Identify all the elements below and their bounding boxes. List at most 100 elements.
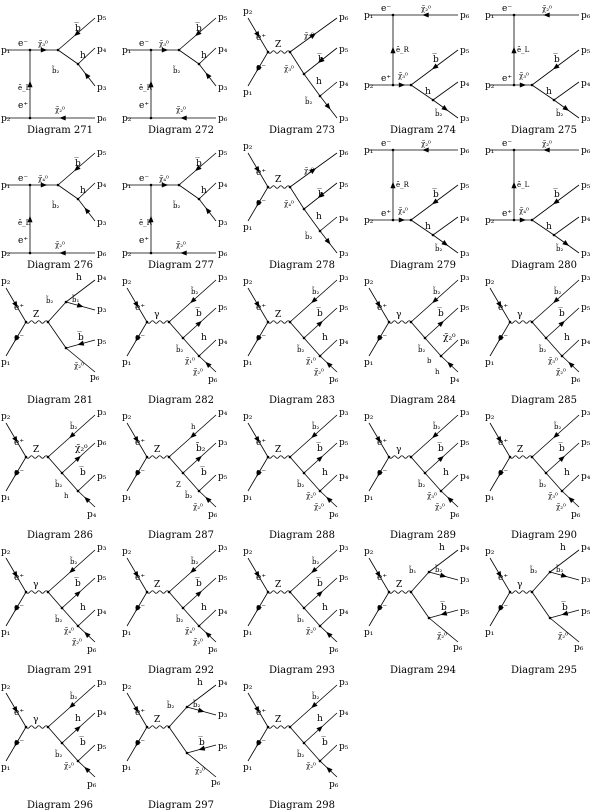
diagram-caption: Diagram 273 bbox=[269, 125, 335, 136]
particle-label: p₆ bbox=[574, 643, 584, 653]
propagator-line bbox=[198, 339, 217, 357]
particle-label: p₃ bbox=[97, 678, 107, 688]
particle-label: h bbox=[201, 51, 207, 61]
diagram-caption: Diagram 297 bbox=[148, 800, 214, 811]
particle-label: h bbox=[564, 333, 570, 343]
particle-label: χ̃₂⁰ bbox=[421, 139, 431, 148]
vertex-dot bbox=[318, 759, 322, 763]
diagram-caption: Diagram 294 bbox=[390, 665, 456, 676]
diagram-caption: Diagram 282 bbox=[148, 395, 214, 406]
propagator-line bbox=[182, 337, 200, 357]
particle-label: p₁ bbox=[122, 493, 131, 503]
vertex-dot bbox=[530, 590, 534, 594]
particle-label: e⁻ bbox=[135, 333, 145, 343]
particle-label: p₂ bbox=[364, 277, 374, 287]
particle-label: b̃₂ bbox=[297, 343, 305, 354]
particle-label: p₁ bbox=[1, 181, 10, 191]
particle-label: b̃₂ bbox=[70, 420, 78, 431]
particle-label: χ̃₂⁰ bbox=[304, 31, 314, 40]
particle-label: e⁺ bbox=[14, 303, 24, 313]
particle-label: h bbox=[76, 273, 82, 283]
arrow-mark bbox=[437, 455, 444, 463]
particle-label: b̃₂ bbox=[556, 107, 564, 118]
particle-label: h bbox=[64, 492, 69, 500]
particle-label: p₆ bbox=[90, 373, 100, 383]
particle-label: p₂ bbox=[364, 412, 374, 422]
feynman-diagram: p₁p₂p₆p₅p₄p₃e⁻e⁺ẽ_Lχ̃₂⁰χ̃₄⁰b̅hb̃₂Diagram… bbox=[485, 139, 591, 271]
particle-label: p₂ bbox=[122, 249, 132, 259]
particle-label: p₆ bbox=[87, 780, 97, 790]
boson-line bbox=[267, 590, 291, 594]
particle-label: p₅ bbox=[218, 303, 228, 313]
particle-label: h bbox=[316, 212, 322, 222]
particle-label: b̃₂ bbox=[193, 698, 201, 709]
particle-label: b̅ bbox=[432, 53, 439, 65]
particle-label: b̃₂ bbox=[435, 242, 443, 253]
particle-label: h bbox=[425, 222, 431, 232]
particle-label: b̅ bbox=[317, 53, 324, 65]
propagator-line bbox=[289, 456, 305, 474]
particle-label: p₃ bbox=[97, 83, 107, 93]
propagator-line bbox=[198, 474, 217, 492]
particle-label: χ̃₂⁰ bbox=[437, 631, 447, 640]
arrow-mark bbox=[561, 610, 569, 616]
arrow-mark bbox=[12, 300, 18, 308]
particle-label: p₂ bbox=[243, 682, 253, 692]
particle-label: e⁻ bbox=[381, 139, 391, 149]
propagator-line bbox=[319, 744, 338, 762]
arrow-mark bbox=[256, 739, 262, 747]
arrow-mark bbox=[59, 250, 66, 256]
diagram-caption: Diagram 289 bbox=[390, 530, 456, 541]
arrow-mark bbox=[311, 296, 318, 304]
particle-label: p₄ bbox=[87, 510, 97, 520]
particle-label: e⁻ bbox=[256, 603, 266, 613]
feynman-diagram: p₂p₁p₃p₅p₄p₆e⁺e⁻Zb̃₂b̅hb̃₂χ̃₃⁰χ̃₂⁰Diagra… bbox=[485, 408, 591, 541]
arrow-mark bbox=[558, 455, 565, 463]
arrow-mark bbox=[431, 198, 439, 205]
particle-label: p₅ bbox=[460, 303, 470, 313]
particle-label: χ̃₂⁰ bbox=[542, 4, 552, 13]
vertex-dot bbox=[56, 183, 60, 187]
vertex-dot bbox=[423, 471, 427, 475]
propagator-line bbox=[428, 549, 459, 573]
arrow-mark bbox=[431, 63, 439, 70]
arrow-mark bbox=[390, 46, 396, 54]
arrow-mark bbox=[326, 631, 333, 639]
particle-label: b̅ bbox=[195, 577, 202, 589]
vertex-dot bbox=[24, 320, 28, 324]
particle-label: b̃₂ bbox=[556, 563, 564, 574]
vertex-dot bbox=[149, 183, 153, 187]
propagator-line bbox=[545, 337, 563, 357]
particle-label: p₂ bbox=[1, 412, 11, 422]
arrow-mark bbox=[324, 102, 331, 110]
propagator-line bbox=[319, 474, 338, 492]
vertex-dot bbox=[46, 590, 50, 594]
particle-label: p₁ bbox=[1, 46, 10, 56]
boson-line bbox=[146, 590, 170, 594]
particle-label: e⁻ bbox=[139, 174, 149, 184]
particle-label: ẽ_L bbox=[517, 46, 530, 54]
particle-label: b̃₂ bbox=[55, 748, 63, 759]
particle-label: p₃ bbox=[339, 408, 349, 418]
arrow-mark bbox=[77, 340, 85, 346]
arrow-mark bbox=[256, 469, 262, 477]
particle-label: p₄ bbox=[218, 180, 228, 190]
arrow-mark bbox=[74, 590, 81, 598]
particle-label: e⁺ bbox=[498, 438, 508, 448]
particle-label: p₆ bbox=[211, 778, 221, 788]
particle-label: p₆ bbox=[329, 375, 339, 385]
propagator-line bbox=[61, 607, 79, 627]
particle-label: p₆ bbox=[581, 146, 591, 156]
particle-label: χ̃₂⁰ bbox=[193, 367, 203, 376]
diagram-caption: Diagram 274 bbox=[390, 125, 456, 136]
particle-label: p₁ bbox=[1, 358, 10, 368]
propagator-line bbox=[61, 742, 79, 762]
boson-line bbox=[388, 455, 412, 459]
particle-label: Z bbox=[154, 445, 160, 455]
particle-label: χ̃₂⁰ bbox=[558, 631, 568, 640]
particle-label: e⁻ bbox=[498, 603, 508, 613]
vertex-dot bbox=[149, 48, 153, 52]
arrow-mark bbox=[190, 566, 197, 574]
